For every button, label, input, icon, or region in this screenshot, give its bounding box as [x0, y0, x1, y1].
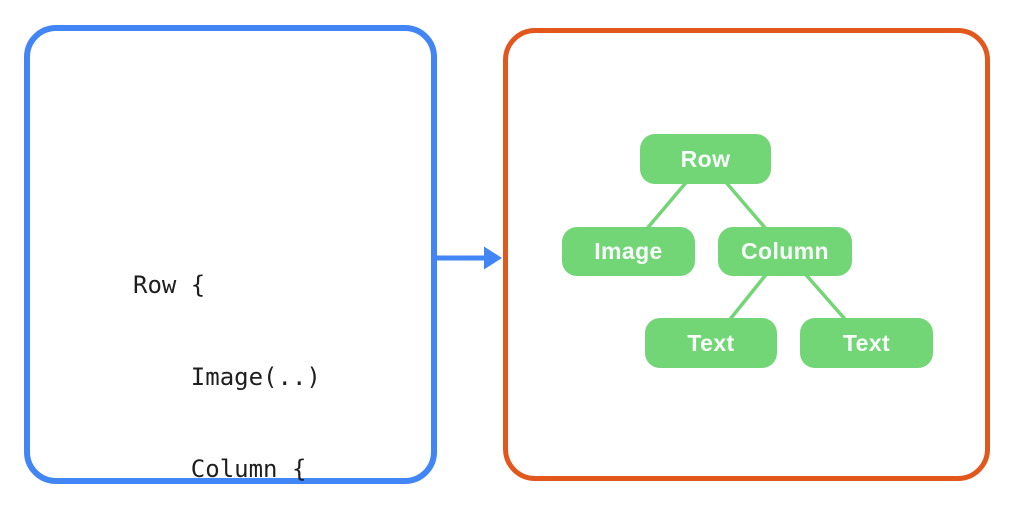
tree-node-row: Row [640, 134, 771, 184]
tree-node-column: Column [718, 227, 852, 276]
tree-node-text-left: Text [645, 318, 777, 368]
arrow-right-icon [434, 246, 502, 270]
code-line: Row { [133, 271, 206, 300]
tree-node-text-right: Text [800, 318, 933, 368]
code-line: Image(..) [133, 362, 321, 391]
code-line: Column { [133, 454, 307, 483]
tree-node-image: Image [562, 227, 695, 276]
code-block: Row { Image(..) Column { Text(..) Text(.… [133, 209, 364, 506]
code-panel: Row { Image(..) Column { Text(..) Text(.… [24, 25, 437, 484]
